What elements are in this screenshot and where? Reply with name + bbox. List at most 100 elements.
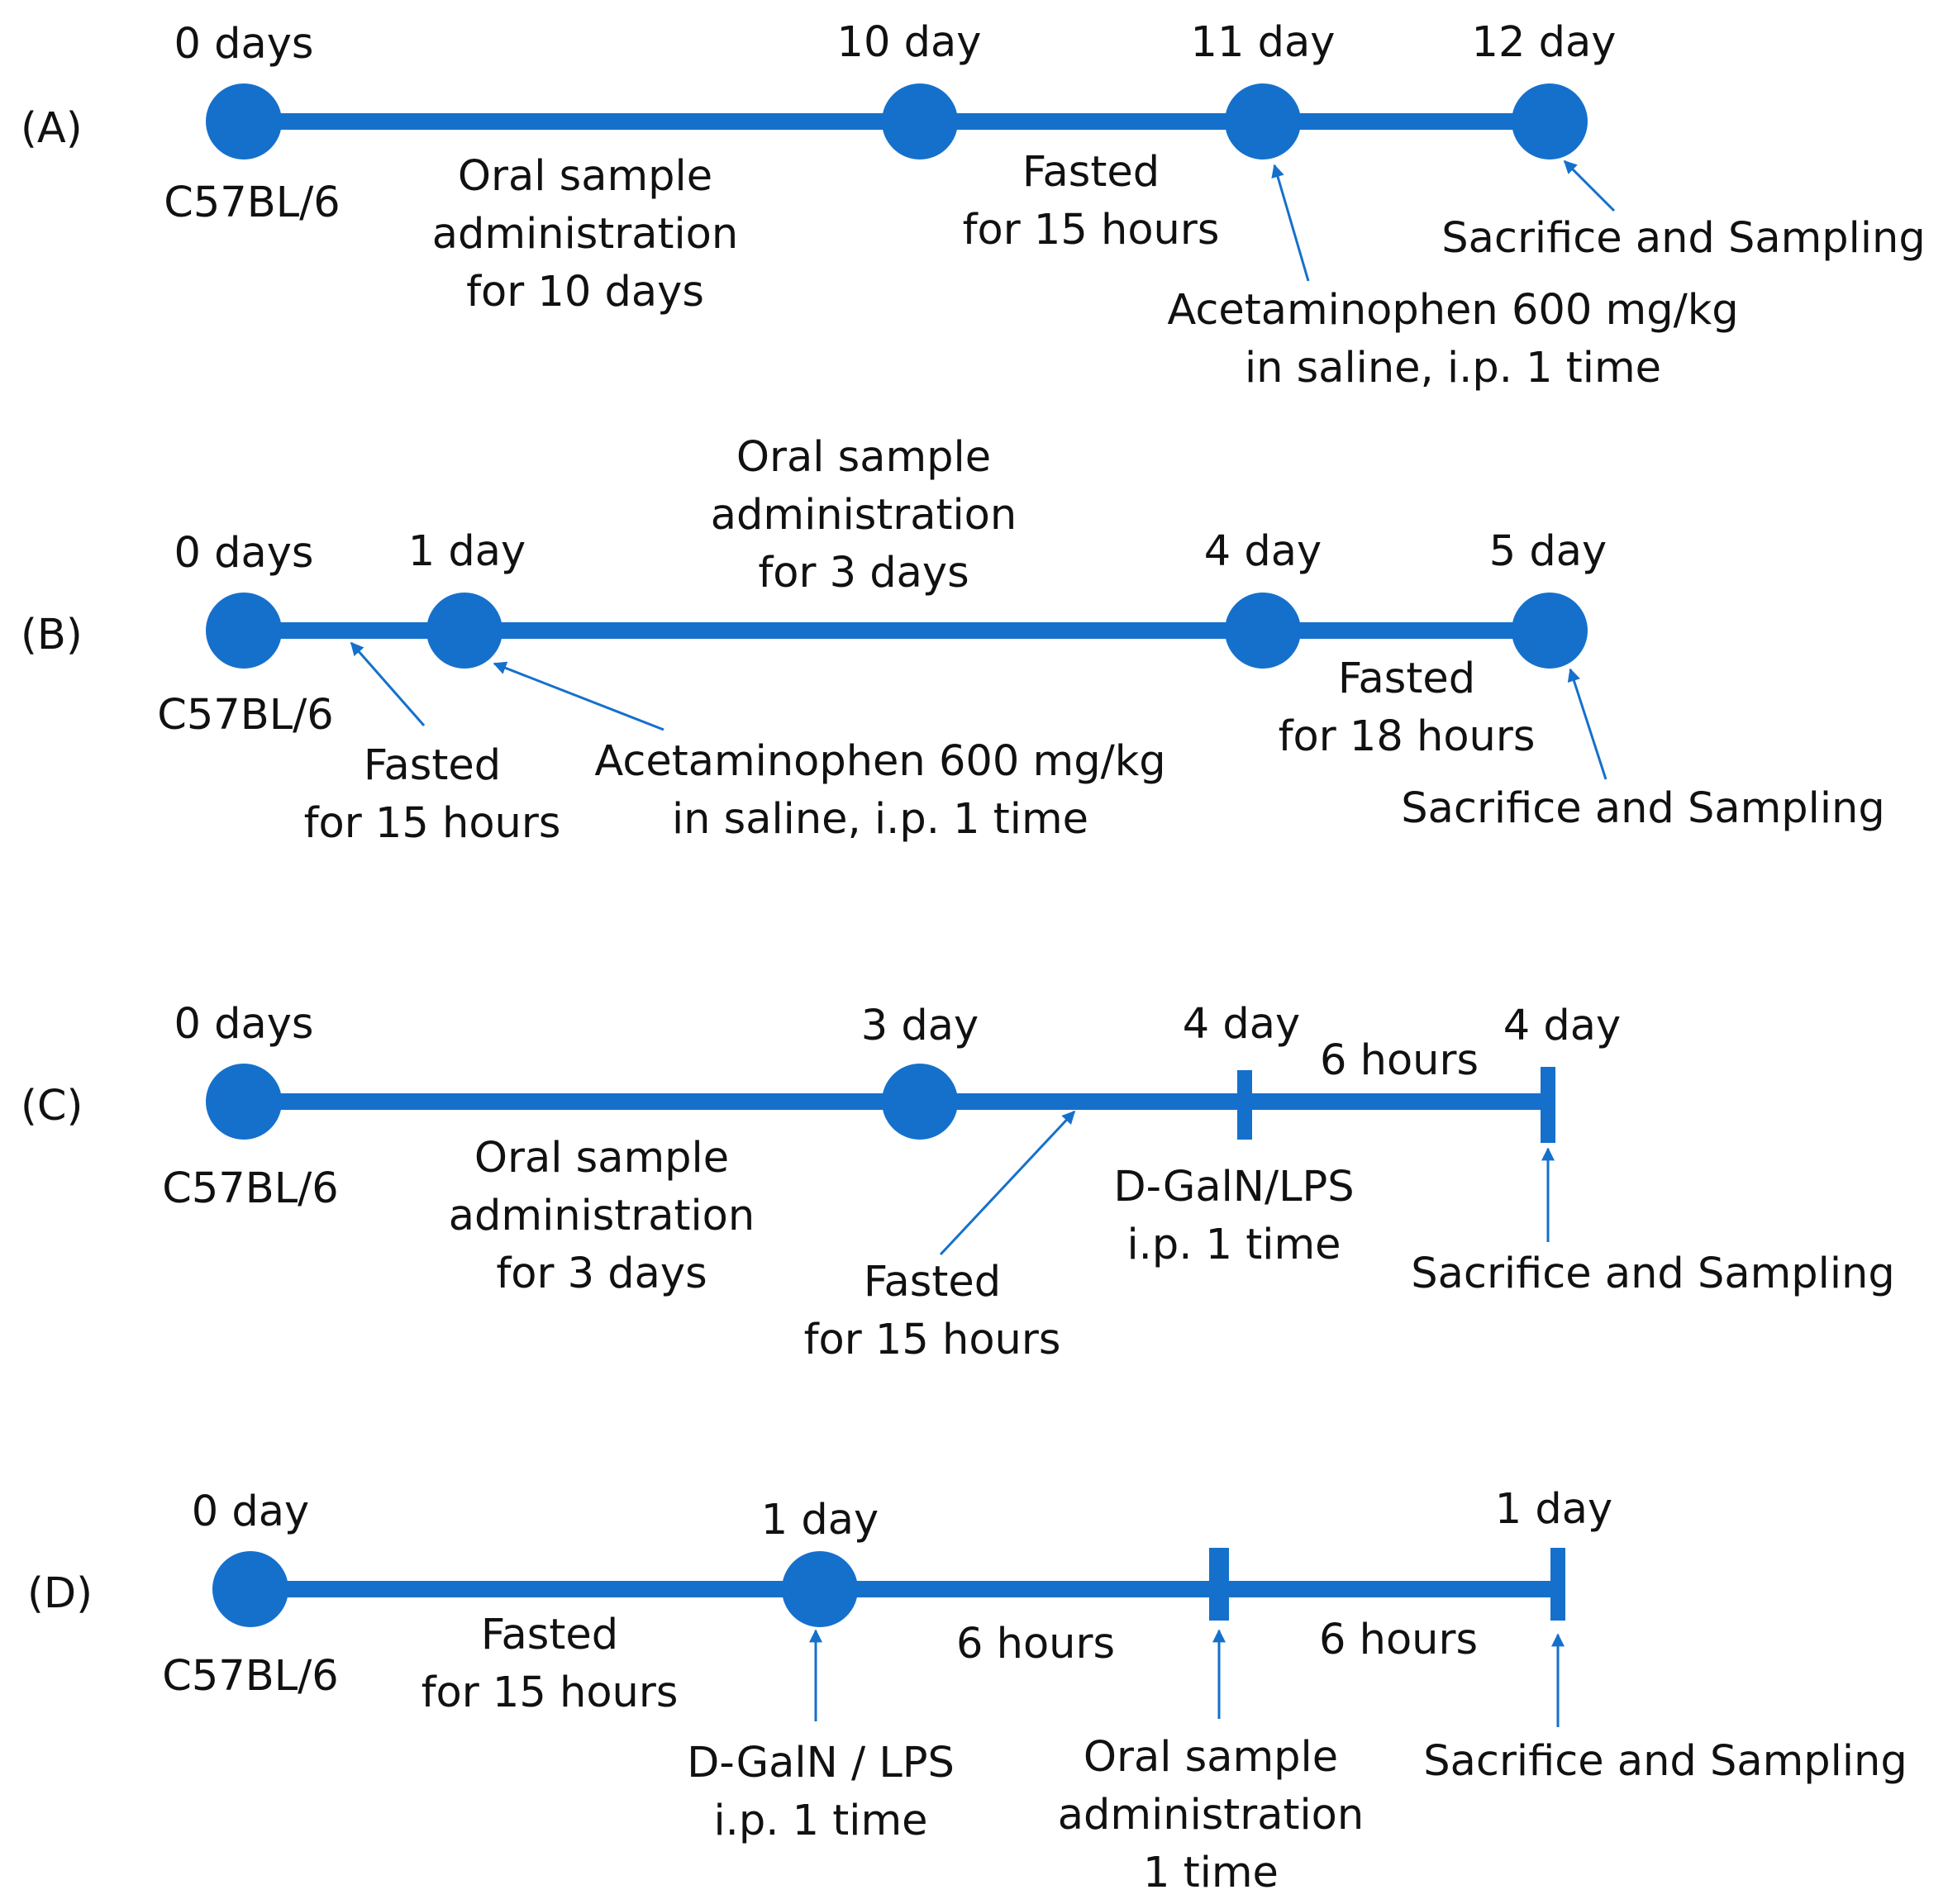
note-sacrifice-d: Sacrifice and Sampling xyxy=(1423,1633,1908,1786)
note-fasted-d: Fasted for 15 hours xyxy=(422,1611,679,1717)
note-oral-admin-a: Oral sample administration for 10 days xyxy=(432,152,738,317)
timepoint-tick-c-2 xyxy=(1237,1070,1252,1140)
note-dgaln-lps-c: D-GalN/LPS i.p. 1 time xyxy=(1113,1163,1354,1269)
note-line: i.p. 1 time xyxy=(1126,1221,1341,1269)
note-line: Oral sample xyxy=(458,152,712,201)
timepoint-circle-d-0 xyxy=(212,1551,288,1627)
note-line: for 15 hours xyxy=(304,799,561,848)
note-line: Sacrifice and Sampling xyxy=(1411,1250,1894,1298)
note-line: i.p. 1 time xyxy=(713,1797,927,1845)
note-line: D-GalN/LPS xyxy=(1113,1163,1354,1211)
note-line: for 3 days xyxy=(758,549,969,597)
note-oral-admin-b: Oral sample administration for 3 days xyxy=(711,433,1017,597)
arrow-sacrifice-b xyxy=(1567,668,1607,780)
marker-label-d-0: 0 day xyxy=(192,1488,309,1536)
note-line: Fasted xyxy=(1022,148,1160,197)
timepoint-circle-a-3 xyxy=(1512,83,1588,159)
panel-d: (D) 0 day 1 day 1 day 6 hours 6 hours C5… xyxy=(27,1485,1908,1897)
note-oral-admin-c: Oral sample administration for 3 days xyxy=(449,1134,755,1298)
note-fasted-c: Fasted for 15 hours xyxy=(804,1110,1076,1364)
note-line: D-GalN / LPS xyxy=(687,1739,955,1787)
marker-label-c-0: 0 days xyxy=(174,1000,313,1049)
interval-label-d-1: 6 hours xyxy=(1319,1616,1478,1664)
note-line: administration xyxy=(432,210,738,259)
marker-label-a-3: 12 day xyxy=(1472,18,1617,67)
strain-label-c: C57BL/6 xyxy=(162,1164,339,1213)
panel-label-b: (B) xyxy=(21,611,83,659)
note-line: Oral sample xyxy=(736,433,991,482)
note-line: Fasted xyxy=(864,1258,1001,1307)
note-line: for 18 hours xyxy=(1279,712,1536,761)
note-sacrifice-b: Sacrifice and Sampling xyxy=(1401,668,1885,833)
marker-label-b-1: 1 day xyxy=(408,527,526,576)
note-line: Fasted xyxy=(364,741,501,790)
note-sacrifice-a: Sacrifice and Sampling xyxy=(1441,159,1926,263)
strain-label-b: C57BL/6 xyxy=(157,691,334,740)
note-line: in saline, i.p. 1 time xyxy=(1245,344,1661,393)
note-fasted-a: Fasted for 15 hours xyxy=(963,148,1220,255)
note-line: Oral sample xyxy=(474,1134,729,1183)
marker-label-a-2: 11 day xyxy=(1191,18,1336,67)
marker-label-b-3: 5 day xyxy=(1489,527,1607,576)
note-line: for 15 hours xyxy=(963,206,1220,255)
note-line: Sacrifice and Sampling xyxy=(1441,214,1925,263)
note-line: for 15 hours xyxy=(804,1316,1061,1364)
note-line: Sacrifice and Sampling xyxy=(1401,784,1884,833)
marker-label-d-2: 1 day xyxy=(1495,1485,1612,1534)
note-acetaminophen-b: Acetaminophen 600 mg/kg in saline, i.p. … xyxy=(493,661,1166,844)
note-line: Oral sample xyxy=(1084,1733,1338,1782)
marker-label-d-1: 1 day xyxy=(761,1496,879,1545)
note-line: Fasted xyxy=(1338,654,1475,703)
marker-label-b-2: 4 day xyxy=(1204,527,1322,576)
strain-label-d: C57BL/6 xyxy=(162,1652,339,1701)
note-line: Sacrifice and Sampling xyxy=(1423,1737,1907,1786)
note-line: 1 time xyxy=(1143,1849,1279,1897)
note-line: Acetaminophen 600 mg/kg xyxy=(594,737,1165,786)
arrow-fasted-b xyxy=(350,641,426,726)
marker-label-a-1: 10 day xyxy=(837,18,982,67)
timepoint-circle-b-1 xyxy=(426,593,502,669)
marker-label-c-2: 4 day xyxy=(1183,1000,1300,1049)
timepoint-circle-a-0 xyxy=(206,83,282,159)
timepoint-circle-a-1 xyxy=(882,83,958,159)
marker-label-b-0: 0 days xyxy=(174,529,313,578)
arrow-sacrifice-a xyxy=(1563,159,1616,212)
note-line: administration xyxy=(449,1192,755,1240)
note-line: administration xyxy=(711,491,1017,540)
note-line: Fasted xyxy=(481,1611,618,1659)
note-sacrifice-c: Sacrifice and Sampling xyxy=(1411,1147,1895,1298)
strain-label-a: C57BL/6 xyxy=(164,178,341,227)
panel-c: (C) 0 days 3 day 4 day 4 day 6 hours C57… xyxy=(21,1000,1895,1364)
timepoint-tick-d-3 xyxy=(1550,1548,1565,1621)
arrow-acetaminophen-a xyxy=(1271,164,1310,282)
interval-label-d-0: 6 hours xyxy=(956,1620,1115,1668)
note-oral-admin-d: Oral sample administration 1 time xyxy=(1058,1629,1364,1897)
arrow-acetaminophen-b xyxy=(493,661,664,731)
note-line: for 3 days xyxy=(496,1250,707,1298)
panel-a: (A) 0 days 10 day 11 day 12 day C57BL/6 … xyxy=(21,18,1926,393)
note-fasted-18-b: Fasted for 18 hours xyxy=(1279,654,1536,761)
marker-label-c-3: 4 day xyxy=(1503,1002,1621,1050)
note-line: for 10 days xyxy=(466,268,704,317)
note-line: for 15 hours xyxy=(422,1668,679,1717)
timepoint-circle-a-2 xyxy=(1225,83,1301,159)
note-line: Acetaminophen 600 mg/kg xyxy=(1167,286,1738,335)
panel-label-d: (D) xyxy=(27,1569,93,1618)
timepoint-circle-d-1 xyxy=(782,1551,858,1627)
timepoint-circle-c-0 xyxy=(206,1064,282,1140)
note-line: in saline, i.p. 1 time xyxy=(672,795,1088,844)
note-acetaminophen-a: Acetaminophen 600 mg/kg in saline, i.p. … xyxy=(1167,164,1739,393)
timepoint-circle-b-3 xyxy=(1512,593,1588,669)
arrow-fasted-c xyxy=(939,1110,1076,1256)
timepoint-tick-c-3 xyxy=(1541,1067,1555,1143)
timepoint-circle-b-0 xyxy=(206,593,282,669)
marker-label-a-0: 0 days xyxy=(174,20,313,69)
note-line: administration xyxy=(1058,1791,1364,1840)
timepoint-circle-b-2 xyxy=(1225,593,1301,669)
interval-label-c: 6 hours xyxy=(1320,1036,1479,1085)
panel-label-a: (A) xyxy=(21,104,83,153)
timepoint-tick-d-2 xyxy=(1209,1548,1229,1621)
note-fasted-b: Fasted for 15 hours xyxy=(304,641,561,848)
